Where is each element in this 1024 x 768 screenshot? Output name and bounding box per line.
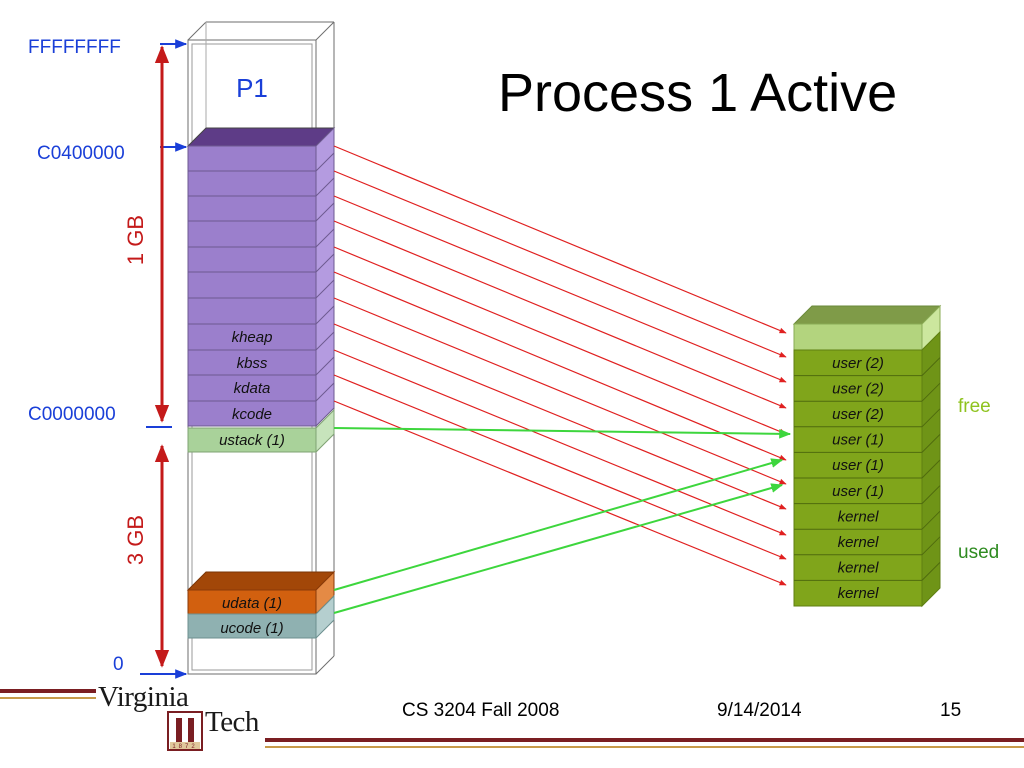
physical-frame-label: user (2) [832,380,884,397]
physical-frame-label: kernel [838,508,880,525]
physical-frame-divider-side [921,562,941,581]
kernel-page-divider-side [315,331,335,351]
kernel-page-divider-side [315,305,335,325]
physical-frame-divider-side [921,485,941,504]
physical-frame-label: user (2) [832,355,884,372]
kernel-mapping-arrow [333,170,787,358]
physical-frame-divider-side [921,382,941,402]
kernel-page-divider-side [315,382,335,402]
kernel-page-divider-side [315,356,335,376]
free-label: free [958,396,991,417]
kernel-mapping-arrow [333,195,787,383]
kernel-page-divider-side [315,228,335,248]
process-label: P1 [236,73,268,103]
kernel-page-divider-side [315,177,335,197]
segment-label-kdata: kdata [234,380,271,397]
physical-frame-label: user (2) [832,406,884,423]
udata-segment [186,570,336,616]
kernel-mapping-arrow [333,374,787,560]
footer-course: CS 3204 Fall 2008 [402,700,560,721]
physical-memory [792,304,942,608]
physical-frame-label: user (1) [832,457,884,474]
physical-frame-divider-side [921,357,941,376]
kernel-region [186,126,336,428]
segment-label-kbss: kbss [237,355,268,372]
footer-rule [0,689,1024,748]
used-label: used [958,542,999,563]
physical-frame-label: kernel [838,560,880,577]
address-label-bottom: 0 [113,654,124,675]
physical-frame-label: kernel [838,585,880,602]
kernel-mapping-arrow [333,271,787,461]
kernel-page-divider-side [315,279,335,299]
logo-year: 1872 [172,744,197,750]
segment-label-kcode: kcode [232,406,272,423]
physical-frame-label: user (1) [832,483,884,500]
slide-title: Process 1 Active [498,63,898,123]
kernel-mapping-arrow [333,323,787,510]
segment-label-ucode: ucode (1) [220,620,283,637]
physical-frame-divider-side [921,459,941,479]
kernel-size-label: 1 GB [123,215,148,265]
kernel-page-divider-side [315,202,335,222]
kernel-mapping-arrow [333,400,787,586]
ucode-segment [187,594,335,640]
segment-label-ustack: ustack (1) [219,432,285,449]
address-label-top: FFFFFFFF [28,37,121,58]
physical-frame-label: kernel [838,534,880,551]
kernel-mapping-arrow [333,297,787,485]
logo-text-virginia: Virginia [98,681,189,713]
footer-page-number: 15 [940,700,962,721]
segment-label-udata: udata (1) [222,595,282,612]
kernel-mapping-arrow [333,145,787,334]
kernel-page-divider-side [315,253,335,273]
user-size-label: 3 GB [123,515,148,565]
user-mapping-arrow [333,483,784,614]
logo-text-tech: Tech [205,706,259,738]
kernel-mapping-arrow [333,246,787,435]
physical-frame-divider-side [921,510,941,530]
physical-frame-divider-side [921,536,941,556]
user-mapping-arrows [333,427,792,614]
physical-frame-divider-side [921,434,941,453]
address-label-kernel-start: C0400000 [37,143,125,164]
ustack-segment [187,408,335,454]
footer-date: 9/14/2014 [717,700,802,721]
user-mapping-arrow [333,427,792,439]
kernel-mapping-arrows [333,145,787,586]
kernel-mapping-arrow [333,220,787,409]
kernel-page-divider-side [315,152,335,172]
address-label-user-end: C0000000 [28,404,116,425]
virginia-tech-logo [167,711,203,751]
user-mapping-arrow [333,458,784,591]
kernel-mapping-arrow [333,349,787,536]
segment-label-kheap: kheap [232,329,273,346]
physical-frame-label: user (1) [832,432,884,449]
physical-frame-divider-side [921,408,941,428]
